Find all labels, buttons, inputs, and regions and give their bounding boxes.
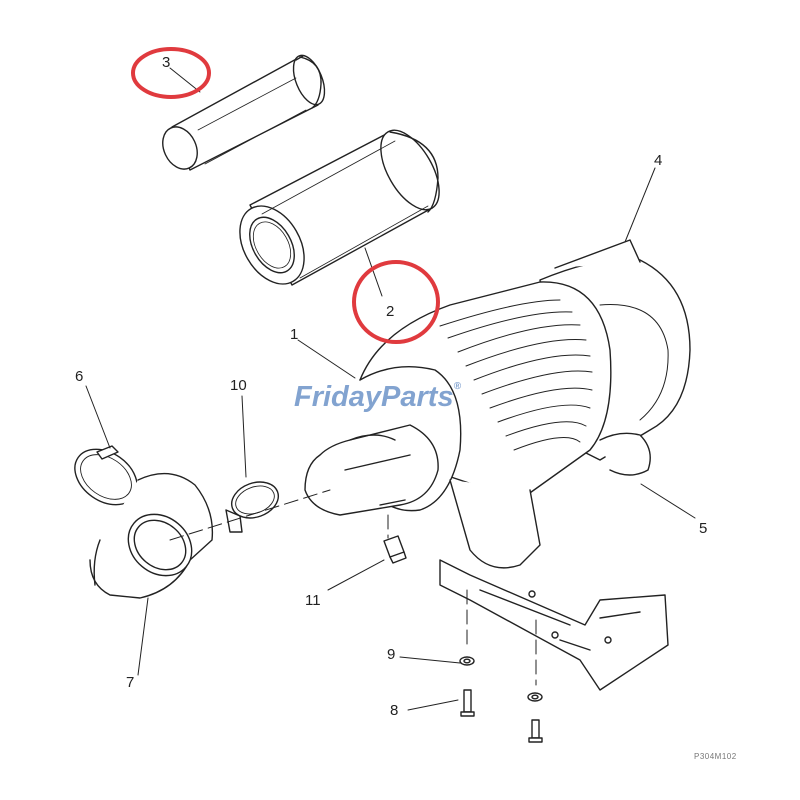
leader-lines bbox=[85, 67, 696, 711]
outer-filter-part-2 bbox=[239, 129, 440, 286]
part-label-8: 8 bbox=[390, 702, 399, 719]
part-label-9: 9 bbox=[387, 646, 396, 663]
hose-clamp-part-6 bbox=[74, 445, 138, 506]
part-label-10: 10 bbox=[230, 377, 247, 394]
drawing-code: P304M102 bbox=[694, 752, 737, 761]
part-label-4: 4 bbox=[654, 152, 663, 169]
part-label-3: 3 bbox=[162, 54, 171, 71]
nut-part-11 bbox=[383, 535, 407, 564]
hose-clamp-part-10 bbox=[225, 481, 279, 533]
bolt-part-8 bbox=[460, 689, 543, 743]
assembly-centerlines bbox=[169, 489, 537, 686]
highlight-circle-part-2 bbox=[352, 260, 440, 344]
washer-part-9 bbox=[459, 656, 543, 702]
highlight-circle-part-3 bbox=[131, 47, 211, 99]
inner-filter-part-3 bbox=[162, 54, 326, 171]
elbow-hose-part-7 bbox=[89, 472, 214, 599]
highlight-circles bbox=[131, 47, 440, 344]
part-label-6: 6 bbox=[75, 368, 84, 385]
part-label-2: 2 bbox=[386, 303, 395, 320]
watermark-registered-mark: ® bbox=[453, 381, 461, 392]
part-label-5: 5 bbox=[699, 520, 708, 537]
watermark-text: FridayParts bbox=[294, 381, 454, 413]
part-label-1: 1 bbox=[290, 326, 299, 343]
watermark-logo: FridayParts® bbox=[294, 381, 461, 414]
air-cleaner-housing bbox=[304, 239, 691, 691]
part-label-7: 7 bbox=[126, 674, 135, 691]
part-label-11: 11 bbox=[305, 592, 321, 609]
